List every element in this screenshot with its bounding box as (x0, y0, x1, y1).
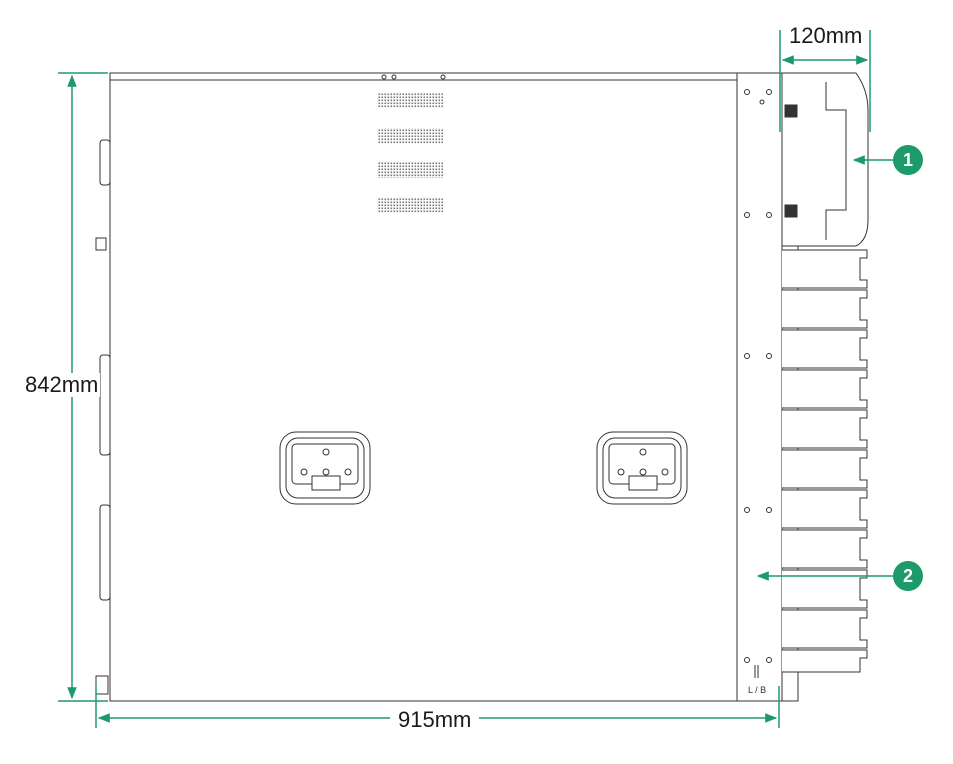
handle-left (279, 431, 371, 505)
callout-1-badge: 1 (893, 145, 923, 175)
callout-2-badge: 2 (893, 561, 923, 591)
top-module (781, 72, 869, 247)
depth-dimension-label: 120mm (785, 24, 867, 48)
vent-grilles (377, 92, 443, 213)
panel-marking: L / B (748, 685, 766, 695)
handle-right (596, 431, 688, 505)
height-dimension-label: 842mm (23, 372, 101, 397)
left-side-rail (95, 80, 111, 700)
width-dimension-label: 915mm (390, 708, 480, 732)
slot-cards (782, 249, 868, 673)
